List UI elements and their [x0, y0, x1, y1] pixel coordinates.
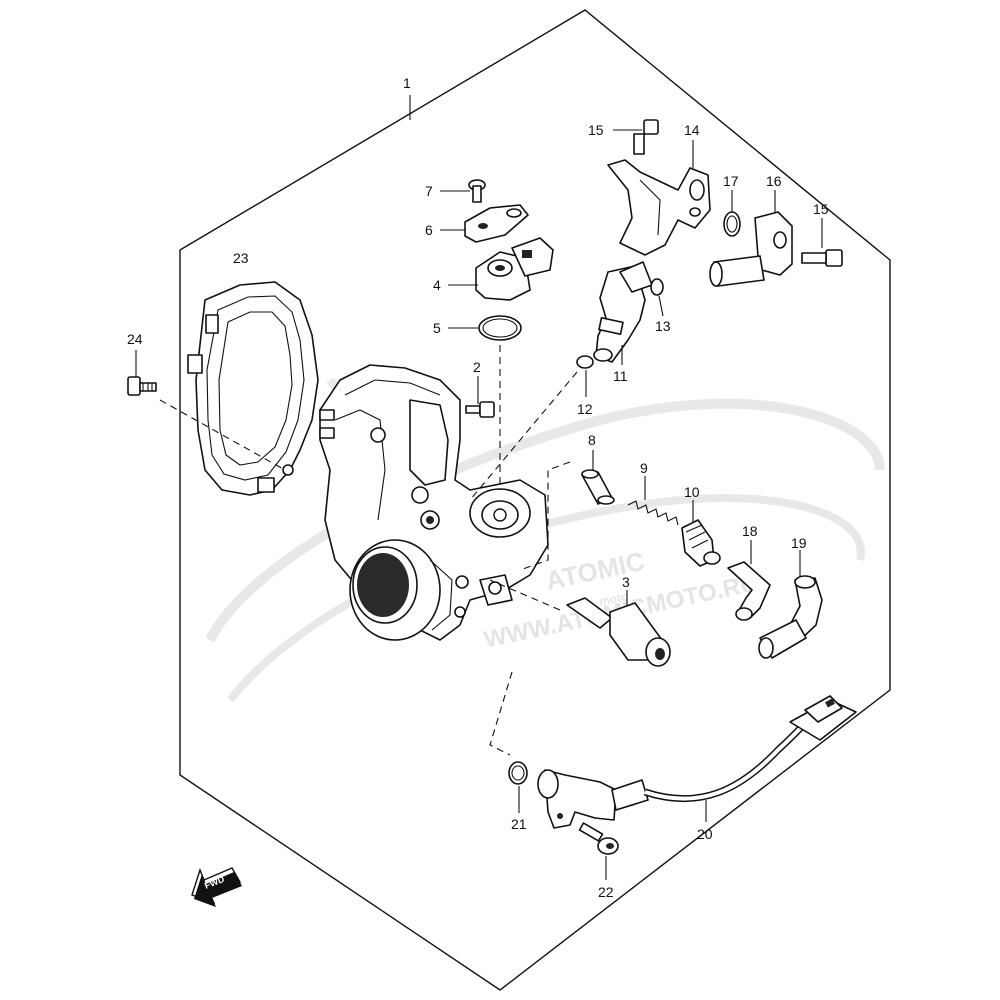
part-18-hose [727, 561, 771, 621]
callout-3: 3 [622, 574, 630, 590]
callout-15-right: 15 [813, 201, 829, 217]
callout-4: 4 [433, 277, 441, 293]
callout-17: 17 [723, 173, 739, 189]
callout-14: 14 [684, 122, 700, 138]
part-12-o-ring [576, 355, 594, 369]
callout-15-top: 15 [588, 122, 604, 138]
callout-labels: 1 2 3 4 5 6 7 8 9 10 11 12 13 14 15 15 1… [127, 75, 829, 900]
part-5-o-ring [478, 315, 522, 341]
part-9-spring [627, 500, 679, 526]
callout-8: 8 [588, 432, 596, 448]
callout-11: 11 [613, 368, 628, 384]
throttle-body [319, 364, 549, 641]
assembly-boundary [179, 9, 891, 991]
callout-16: 16 [766, 173, 782, 189]
part-11-injector [593, 261, 653, 363]
part-6-bracket [464, 204, 529, 243]
dash-21 [489, 671, 513, 756]
part-15-bolt-top [633, 119, 659, 155]
part-10-valve [681, 519, 721, 567]
fwd-direction-arrow: FWD [191, 867, 242, 907]
part-17-o-ring [723, 211, 741, 237]
part-20-sensor-harness [537, 695, 857, 829]
part-21-o-ring [508, 761, 528, 785]
callout-13: 13 [655, 318, 671, 334]
callout-12: 12 [577, 401, 593, 417]
callout-9: 9 [640, 460, 648, 476]
part-4-sensor [475, 237, 554, 301]
part-14-holder [607, 159, 711, 256]
part-15-bolt-right [801, 249, 843, 267]
part-3-valve [566, 597, 671, 667]
part-2-screw [465, 401, 495, 418]
callout-20: 20 [697, 826, 713, 842]
callout-1: 1 [403, 75, 411, 91]
callout-10: 10 [684, 484, 700, 500]
part-22-screw [578, 822, 619, 855]
callout-23: 23 [233, 250, 249, 266]
leader-13 [658, 295, 664, 317]
part-24-screw [127, 376, 157, 396]
watermark-brand-sub: moto [598, 589, 630, 609]
part-19-elbow [758, 575, 823, 659]
callout-7: 7 [425, 183, 433, 199]
dash-3 [489, 579, 561, 611]
callout-18: 18 [742, 523, 758, 539]
part-13-o-ring [650, 278, 664, 296]
part-8-plunger [581, 469, 615, 505]
part-7-screw [468, 179, 486, 203]
dash-12 [469, 371, 578, 501]
part-16-fuel-fitting [709, 211, 793, 287]
part-23-cover [187, 281, 319, 496]
callout-2: 2 [473, 359, 481, 375]
callout-22: 22 [598, 884, 614, 900]
callout-21: 21 [511, 816, 527, 832]
watermark-brand: ATOMIC [543, 546, 647, 596]
callout-5: 5 [433, 320, 441, 336]
callout-6: 6 [425, 222, 433, 238]
callout-24: 24 [127, 331, 143, 347]
callout-19: 19 [791, 535, 807, 551]
